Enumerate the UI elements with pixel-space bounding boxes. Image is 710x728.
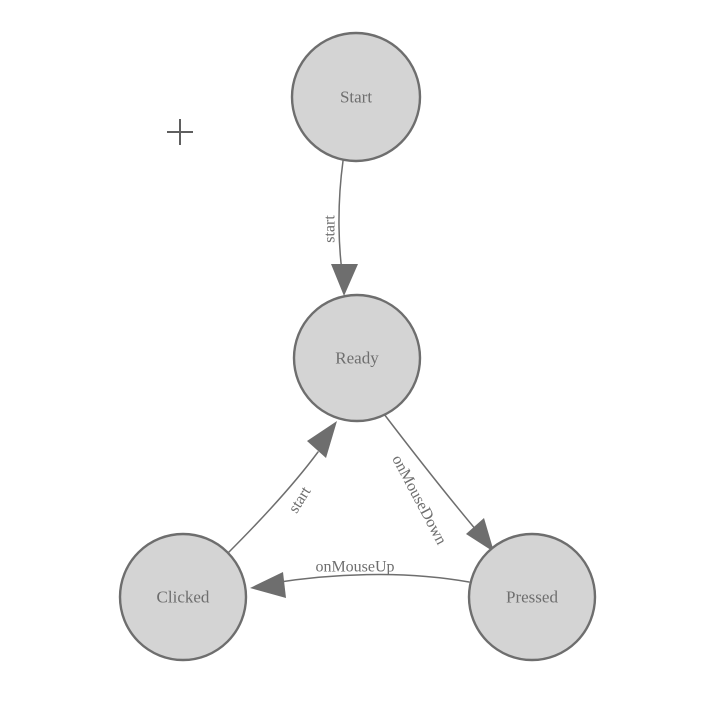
node-pressed-label: Pressed	[506, 588, 558, 607]
node-clicked[interactable]: Clicked	[118, 532, 248, 662]
node-clicked-label: Clicked	[157, 588, 210, 607]
node-clicked-circle[interactable]	[118, 532, 248, 662]
edge-ready-to-pressed[interactable]: onMouseDown	[383, 413, 494, 552]
arrowhead-ready-to-pressed	[466, 518, 494, 552]
edge-label-start-to-ready: start	[322, 215, 339, 243]
edge-label-clicked-to-ready: start	[285, 483, 314, 516]
crosshair-marker[interactable]	[167, 119, 193, 145]
edge-label-pressed-to-clicked: onMouseUp	[315, 559, 394, 576]
node-pressed-circle[interactable]	[467, 532, 597, 662]
node-start[interactable]: Start	[290, 31, 422, 163]
edge-clicked-to-ready[interactable]: start	[227, 421, 337, 554]
arrowhead-pressed-to-clicked	[250, 572, 286, 598]
edge-path-clicked-to-ready	[227, 451, 319, 554]
edge-path-ready-to-pressed	[383, 413, 483, 538]
node-ready-circle[interactable]	[292, 293, 422, 423]
node-ready[interactable]: Ready	[292, 293, 422, 423]
node-start-circle[interactable]	[290, 31, 422, 163]
edge-start-to-ready[interactable]: start	[322, 160, 359, 296]
edge-pressed-to-clicked[interactable]: onMouseUp	[250, 559, 470, 599]
node-pressed[interactable]: Pressed	[467, 532, 597, 662]
edge-label-ready-to-pressed: onMouseDown	[388, 452, 449, 547]
node-ready-label: Ready	[335, 349, 379, 368]
node-start-label: Start	[340, 88, 372, 107]
arrowhead-clicked-to-ready	[307, 421, 337, 458]
arrowhead-start-to-ready	[331, 264, 358, 296]
edge-path-pressed-to-clicked	[272, 573, 470, 584]
